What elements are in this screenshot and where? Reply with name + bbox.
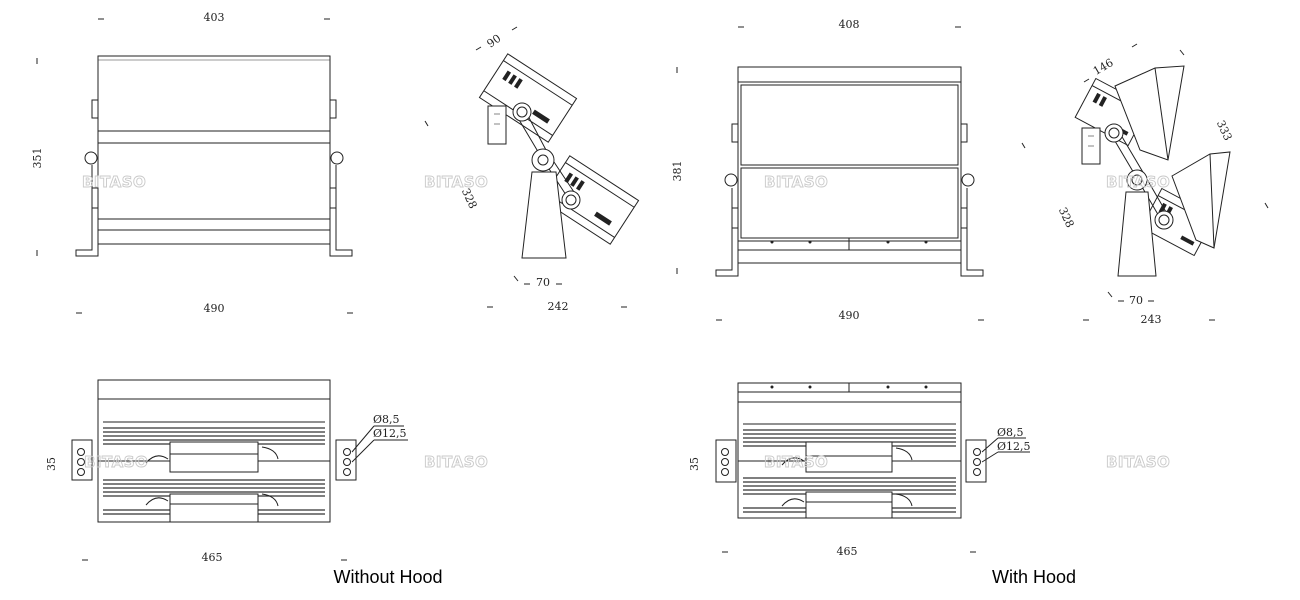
hole-small-dim: Ø8,5 bbox=[997, 426, 1024, 439]
overall-depth-dim: 243 bbox=[1141, 313, 1162, 326]
brand-watermark: BITASO bbox=[764, 173, 828, 191]
front-height-dim: 381 bbox=[671, 161, 684, 182]
brand-watermark: BITASO bbox=[424, 173, 488, 191]
bottom-view-without-hood: Ø8,5 Ø12,5 35 BITASO BITASO 465 bbox=[45, 379, 488, 564]
hole-spacing-dim: 35 bbox=[45, 457, 58, 471]
bottom-width-dim: 465 bbox=[837, 545, 858, 558]
hole-spacing-dim: 35 bbox=[688, 457, 701, 471]
caption-without-hood: Without Hood bbox=[333, 567, 442, 587]
front-width-dim: 408 bbox=[839, 18, 860, 31]
hole-large-dim: Ø12,5 bbox=[997, 440, 1031, 453]
front-height-dim: 351 bbox=[31, 148, 44, 169]
bracket-width-dim: 490 bbox=[839, 309, 860, 322]
bottom-width-dim: 465 bbox=[202, 551, 223, 564]
front-width-dim: 403 bbox=[204, 11, 225, 24]
brand-watermark: BITASO bbox=[82, 173, 146, 191]
base-depth-dim: 70 bbox=[536, 276, 550, 289]
bottom-view-with-hood: Ø8,5 Ø12,5 35 BITASO BITASO 465 bbox=[688, 382, 1170, 558]
brand-watermark: BITASO bbox=[764, 453, 828, 471]
overall-depth-dim: 242 bbox=[548, 300, 569, 313]
front-view-without-hood: 403 351 490 BITASO bbox=[31, 11, 353, 315]
hole-small-dim: Ø8,5 bbox=[373, 413, 400, 426]
brand-watermark: BITASO bbox=[1106, 453, 1170, 471]
front-view-with-hood: 408 381 490 BITASO bbox=[671, 18, 984, 322]
hole-large-dim: Ø12,5 bbox=[373, 427, 407, 440]
brand-watermark: BITASO bbox=[424, 453, 488, 471]
side-view-without-hood: 90 328 bbox=[424, 26, 640, 313]
brand-watermark: BITASO bbox=[1106, 173, 1170, 191]
base-depth-dim: 70 bbox=[1129, 294, 1143, 307]
brand-watermark: BITASO bbox=[84, 453, 148, 471]
hood-length-dim: 333 bbox=[1214, 118, 1235, 143]
side-depth-dim: 328 bbox=[1056, 205, 1077, 230]
side-view-with-hood: 146 333 328 bbox=[1021, 43, 1269, 326]
caption-with-hood: With Hood bbox=[992, 567, 1076, 587]
side-angle-dim: 90 bbox=[485, 32, 504, 51]
bracket-width-dim: 490 bbox=[204, 302, 225, 315]
hood-dim: 146 bbox=[1091, 56, 1116, 78]
